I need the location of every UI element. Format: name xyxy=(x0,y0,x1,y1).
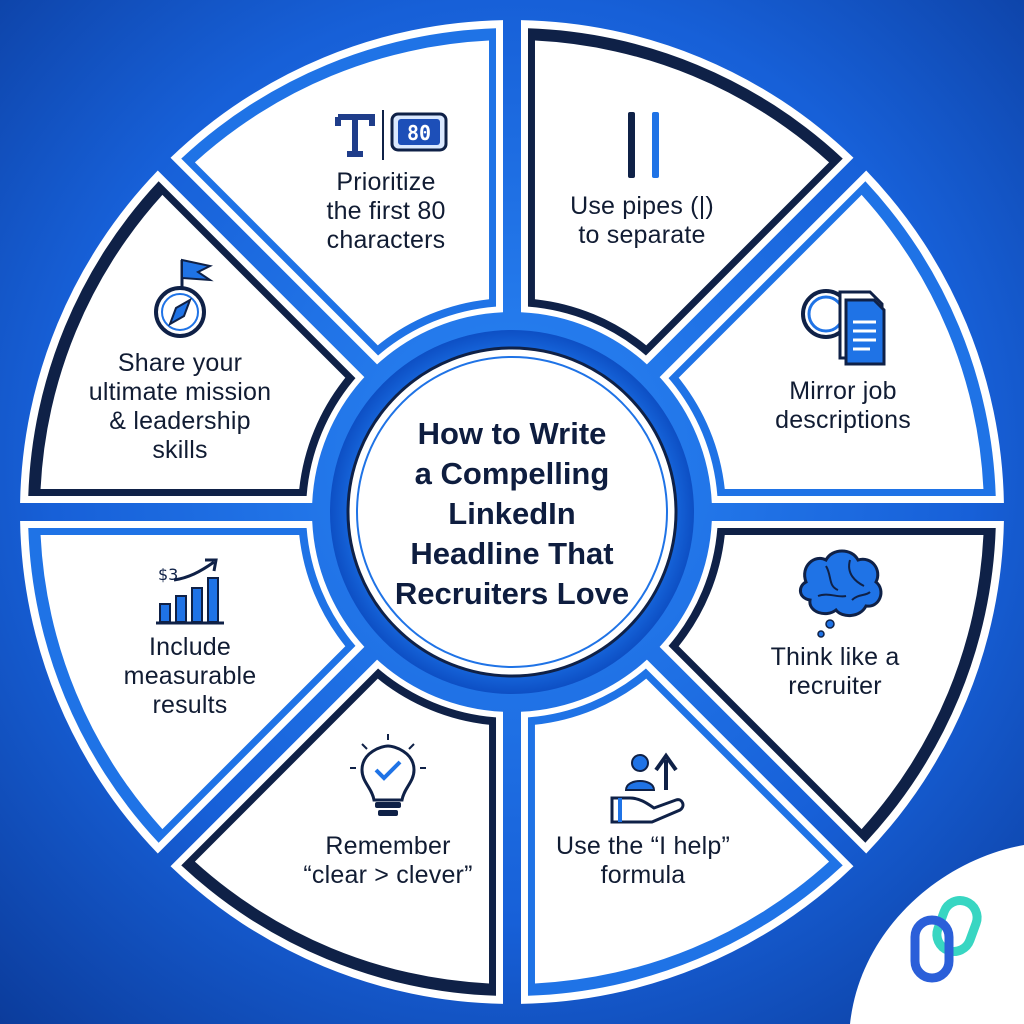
segment-label-i-help: Use the “I help”formula xyxy=(533,832,753,890)
compass-flag-icon xyxy=(154,258,214,338)
segment-label-line: formula xyxy=(600,861,686,889)
segment-label-line: results xyxy=(152,691,228,719)
center-title-line: a Compelling xyxy=(414,456,610,491)
segment-label-line: the first 80 xyxy=(326,197,446,225)
segment-pipes-panel xyxy=(534,40,830,346)
segment-label-line: ultimate mission xyxy=(88,378,272,406)
center-title-line: LinkedIn xyxy=(448,496,576,531)
segment-label-line: descriptions xyxy=(775,406,911,434)
segment-label-line: Use pipes (|) xyxy=(570,192,714,220)
pipe-bars-icon xyxy=(628,112,659,178)
segment-label-clear: Remember“clear > clever” xyxy=(278,832,498,890)
center-title-line: How to Write xyxy=(417,416,607,451)
segment-label-line: Prioritize xyxy=(336,168,436,196)
segment-clear-panel xyxy=(194,678,490,984)
magnifier-document-icon xyxy=(801,289,886,366)
chain-link-logo-icon xyxy=(910,896,982,983)
growth-chart-icon: $3 xyxy=(156,558,224,625)
segment-label-line: characters xyxy=(326,226,446,254)
segment-mirror-panel xyxy=(678,194,984,490)
segment-label-line: measurable xyxy=(123,662,257,690)
segment-label-line: recruiter xyxy=(788,672,882,700)
lightbulb-check-icon xyxy=(350,734,426,816)
segment-label-line: Think like a xyxy=(770,643,900,671)
segment-results-panel xyxy=(40,534,346,830)
segment-mission-panel xyxy=(40,194,346,490)
segment-label-line: to separate xyxy=(578,221,706,249)
segment-label-line: Share your xyxy=(117,349,243,377)
segment-label-line: skills xyxy=(152,436,208,464)
brain-icon xyxy=(799,549,883,638)
segment-recruiter-panel xyxy=(678,534,984,830)
segment-label-line: Mirror job xyxy=(789,377,897,405)
segment-label-line: Remember xyxy=(325,832,451,860)
segment-i-help-panel xyxy=(534,678,830,984)
counter-text: 80 xyxy=(407,121,431,145)
center-title-line: Headline That xyxy=(410,536,614,571)
segment-label-line: “clear > clever” xyxy=(303,861,473,889)
center-title-line: Recruiters Love xyxy=(394,576,630,611)
text-counter-icon: 80 xyxy=(335,110,448,160)
growth-chart-symbol: $3 xyxy=(158,565,178,584)
segment-label-line: Use the “I help” xyxy=(555,832,731,860)
segment-label-line: & leadership xyxy=(109,407,251,435)
segment-label-pipes: Use pipes (|)to separate xyxy=(532,192,752,250)
helping-hand-icon xyxy=(610,752,685,824)
segment-label-line: Include xyxy=(148,633,231,661)
